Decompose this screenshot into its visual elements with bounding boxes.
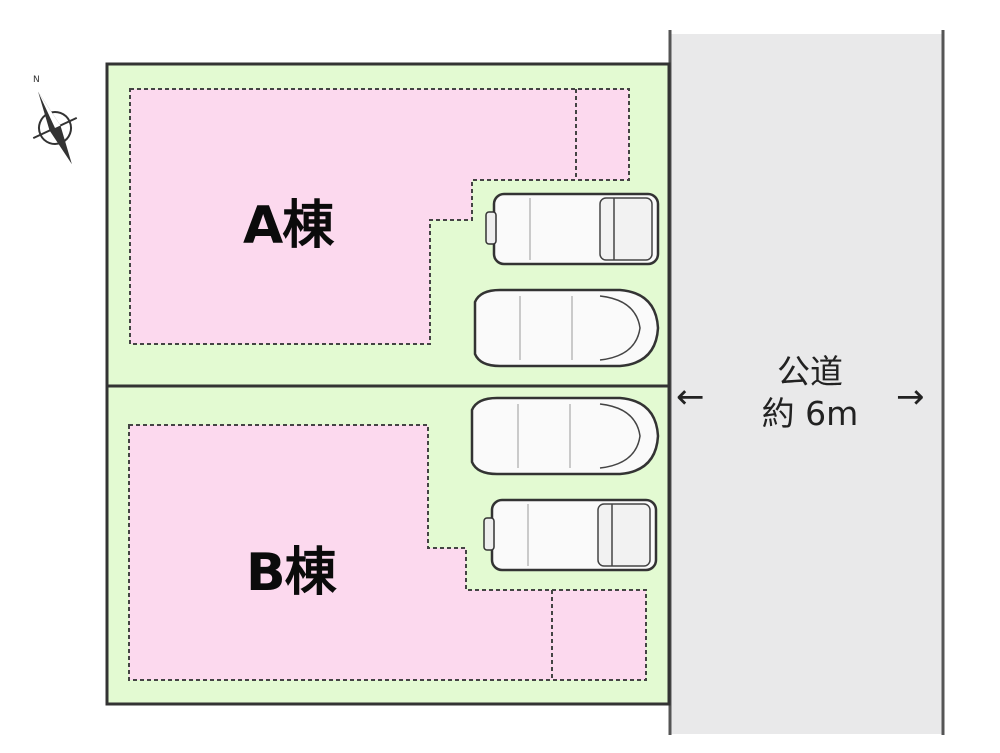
- car-b1: [470, 396, 660, 476]
- road-arrow-right: →: [896, 377, 925, 417]
- road-arrow-left: ←: [676, 377, 705, 417]
- road-width: 約 6m: [761, 394, 859, 433]
- public-road: [670, 34, 942, 734]
- unit-b-label: B棟: [246, 543, 337, 603]
- compass-north-label: N: [33, 75, 40, 85]
- car-b2: [483, 498, 658, 572]
- house-a-footprint: [129, 88, 630, 345]
- car-a2: [473, 288, 660, 368]
- compass-icon: [32, 91, 78, 165]
- unit-a-label: A棟: [243, 196, 334, 256]
- house-b-footprint: [128, 424, 647, 681]
- car-a1: [485, 192, 660, 266]
- road-name: 公道: [777, 352, 843, 391]
